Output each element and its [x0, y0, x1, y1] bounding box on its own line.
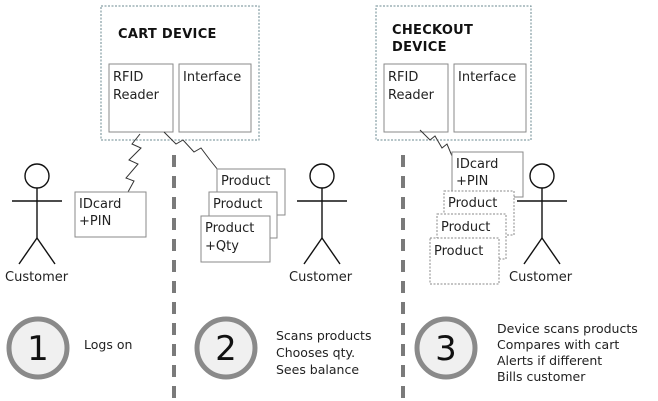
- signal-zigzag-1: [125, 133, 142, 193]
- product-label-2c: Product: [205, 221, 254, 236]
- cart-interface-label: Interface: [183, 70, 241, 85]
- cart-rfid-label-line2: Reader: [113, 88, 160, 103]
- checkout-device: CHECKOUT DEVICE RFID Reader Interface: [375, 5, 532, 141]
- pin-label-3: +PIN: [456, 174, 488, 189]
- stage3-caption-line4: Bills customer: [497, 369, 586, 384]
- stage1-caption-line1: Logs on: [84, 337, 132, 352]
- stage2-caption-line3: Sees balance: [276, 362, 359, 377]
- stage-2: Product Product Product +Qty Customer 2 …: [194, 163, 371, 380]
- customer-figure-1: [12, 163, 62, 265]
- step-circle-3: [414, 316, 478, 380]
- cart-device: CART DEVICE RFID Reader Interface: [100, 5, 260, 141]
- product-label-3b: Product: [441, 220, 490, 235]
- stage2-caption-line1: Scans products: [276, 328, 371, 343]
- customer-label-2: Customer: [289, 270, 353, 285]
- cart-device-frame: [100, 5, 260, 141]
- cart-rfid-label-line1: RFID: [113, 70, 143, 85]
- step-circle-2: [194, 316, 258, 380]
- cart-interface-box: [178, 63, 252, 133]
- customer-label-1: Customer: [5, 270, 69, 285]
- checkout-rfid-label-line1: RFID: [388, 70, 418, 85]
- stage-1: Customer IDcard +PIN 1 Logs on: [5, 163, 147, 380]
- product-label-3a: Product: [448, 196, 497, 211]
- checkout-device-title-line1: CHECKOUT: [392, 23, 473, 38]
- checkout-rfid-reader-box: [383, 63, 449, 133]
- customer-label-3: Customer: [509, 270, 573, 285]
- stage-3: IDcard +PIN Product Product Product Cust…: [414, 151, 638, 384]
- step-circle-1: [6, 316, 70, 380]
- customer-figure-3: [517, 163, 567, 265]
- customer-figure-2: [297, 163, 347, 265]
- idcard-label-3: IDcard: [456, 157, 498, 172]
- idcard-box-3: [451, 151, 524, 198]
- step-number-2: 2: [215, 329, 237, 369]
- signal-zigzag-2: [163, 131, 219, 171]
- step-number-3: 3: [435, 329, 457, 369]
- checkout-rfid-label-line2: Reader: [388, 88, 435, 103]
- stage2-caption-line2: Chooses qty.: [276, 345, 355, 360]
- cart-rfid-reader-box: [108, 63, 174, 133]
- step-number-1: 1: [27, 329, 49, 369]
- checkout-interface-label: Interface: [458, 70, 516, 85]
- product-label-2b: Product: [213, 197, 262, 212]
- qty-label-2: +Qty: [205, 239, 239, 254]
- checkout-device-title-line2: DEVICE: [392, 40, 447, 55]
- product-box-2c: [200, 215, 271, 263]
- product-label-2a: Product: [221, 174, 270, 189]
- checkout-interface-box: [453, 63, 527, 133]
- product-box-3c: [429, 237, 500, 285]
- idcard-label-1: IDcard: [79, 197, 121, 212]
- stage3-caption-line1: Device scans products: [497, 321, 638, 336]
- stage3-caption-line2: Compares with cart: [497, 337, 619, 352]
- idcard-box-1: [74, 191, 147, 238]
- pin-label-1: +PIN: [79, 214, 111, 229]
- checkout-device-frame: [375, 5, 532, 141]
- product-label-3c: Product: [434, 244, 483, 259]
- cart-device-title: CART DEVICE: [118, 27, 217, 42]
- stage3-caption-line3: Alerts if different: [497, 353, 602, 368]
